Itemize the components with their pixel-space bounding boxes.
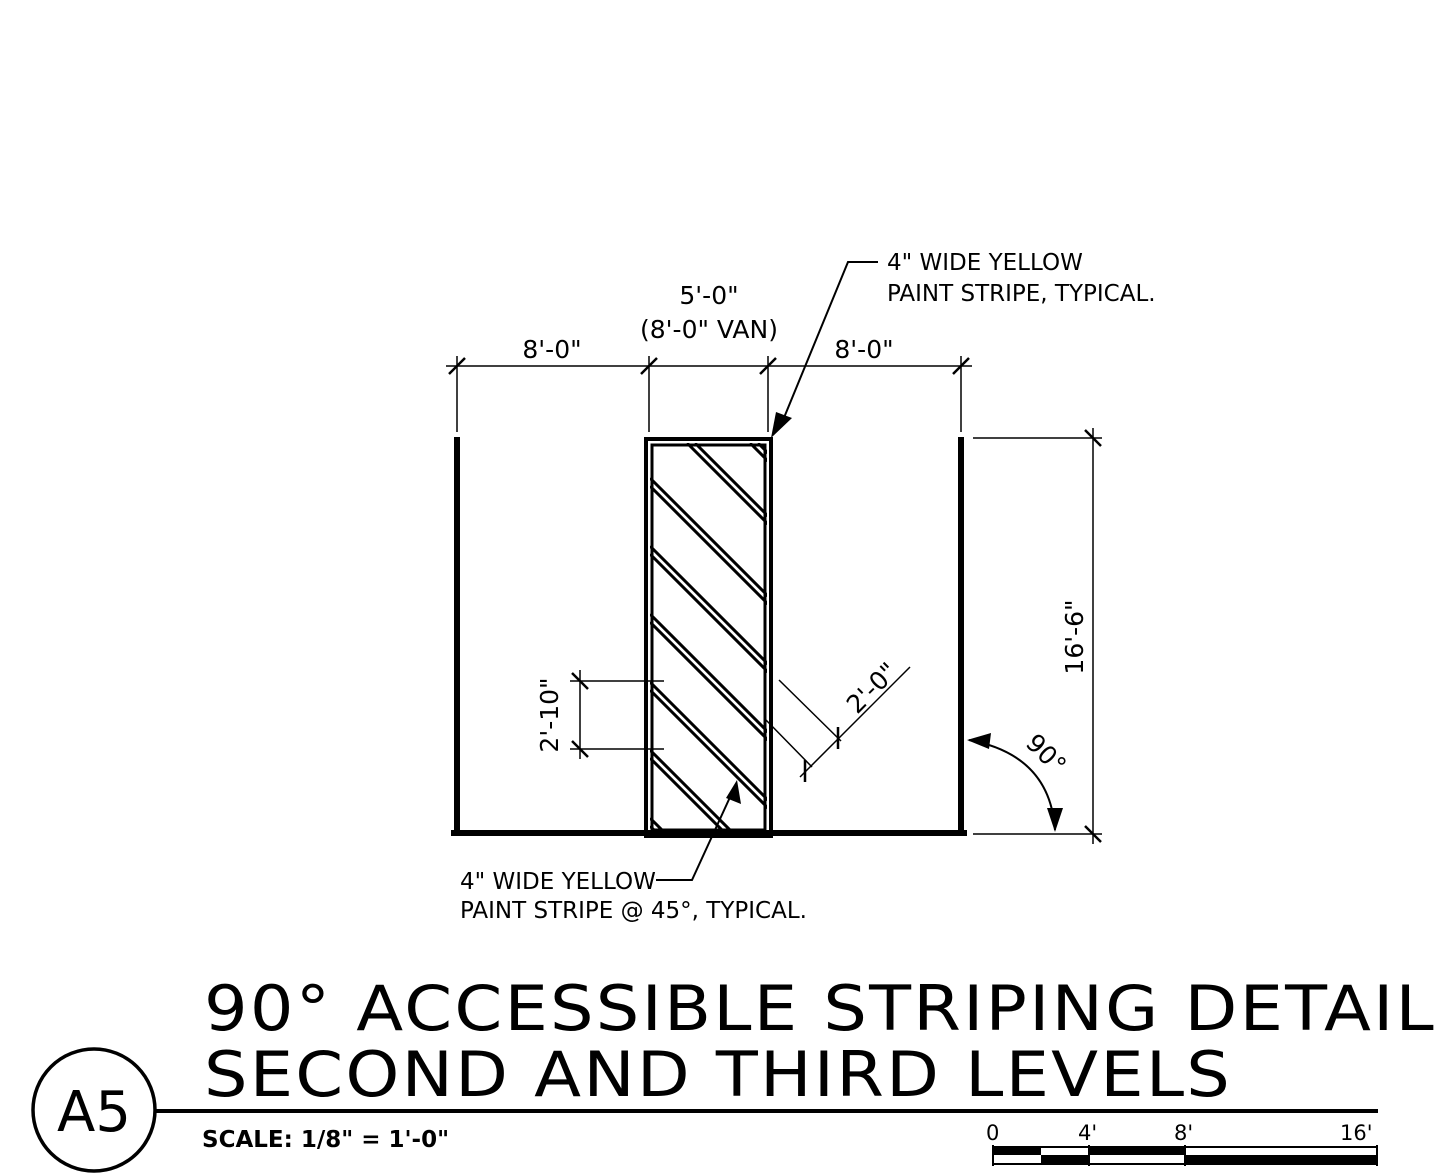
access-aisle xyxy=(644,437,773,838)
detail-tag-bubble: A5 xyxy=(31,1047,157,1173)
hatch-stripe xyxy=(650,544,767,666)
aisle-outer-stripe xyxy=(644,437,773,838)
hatch-stripe xyxy=(650,612,767,734)
aisle-width-label: 5'-0" xyxy=(679,281,738,310)
scale-bar-segment xyxy=(1089,1147,1185,1155)
bottom-note-line1: 4" WIDE YELLOW xyxy=(460,869,656,895)
dimension-tick xyxy=(571,740,589,758)
bottom-note-line2: PAINT STRIPE @ 45°, TYPICAL. xyxy=(460,898,807,924)
scale-bar-segment xyxy=(1185,1155,1377,1164)
hatch-stripe xyxy=(693,443,767,518)
dimension-tick xyxy=(1084,825,1102,843)
hatch-perpendicular-label: 2'-0" xyxy=(841,657,903,719)
scale-tick-0: 0 xyxy=(986,1121,999,1145)
van-aisle-width-label: (8'-0" VAN) xyxy=(640,315,778,344)
hatch-stripe xyxy=(748,443,767,463)
dimension-tick xyxy=(952,357,970,375)
aisle-inner-stripe xyxy=(650,443,767,832)
scale-tick-4: 4' xyxy=(1078,1121,1097,1145)
hatch-perpendicular-dimension xyxy=(765,666,911,782)
dimension-tick xyxy=(1084,429,1102,447)
dimension-tick xyxy=(448,357,466,375)
aisle-hatch xyxy=(650,443,767,832)
angle-indicator xyxy=(967,733,1063,832)
bottom-leader xyxy=(656,780,741,881)
hatch-stripe xyxy=(685,443,767,526)
scale-bar-segment xyxy=(1041,1155,1089,1164)
hatch-stripe xyxy=(650,748,735,832)
top-leader xyxy=(771,261,878,438)
angle-label: 90° xyxy=(1020,728,1072,780)
dimension-tick xyxy=(640,357,658,375)
hatch-stripe xyxy=(650,620,767,742)
hatch-stripe xyxy=(650,680,767,802)
top-note-line1: 4" WIDE YELLOW xyxy=(887,250,1083,276)
hatch-stripe xyxy=(650,688,767,810)
stall-depth-label: 16'-6" xyxy=(1060,599,1089,674)
stall-outline xyxy=(451,437,967,836)
hatch-stripe xyxy=(650,552,767,674)
scale-tick-8: 8' xyxy=(1174,1121,1193,1145)
dimension-tick xyxy=(759,357,777,375)
right-stall-width-label: 8'-0" xyxy=(834,335,893,364)
top-dimension-string xyxy=(446,356,972,432)
dimension-tick xyxy=(571,672,589,690)
left-stall-width-label: 8'-0" xyxy=(522,335,581,364)
hatch-spacing-label: 2'-10" xyxy=(535,677,564,752)
scale-label: SCALE: 1/8" = 1'-0" xyxy=(202,1127,449,1153)
stall-depth-dimension xyxy=(973,428,1102,844)
hatch-stripe xyxy=(650,484,767,606)
hatch-stripe xyxy=(650,476,767,598)
detail-tag-label: A5 xyxy=(57,1080,131,1145)
scale-tick-16: 16' xyxy=(1340,1121,1373,1145)
hatch-spacing-dimension xyxy=(570,670,664,759)
graphic-scale-bar xyxy=(992,1145,1378,1166)
scale-bar-segment xyxy=(993,1147,1041,1155)
detail-title-line1: 90° ACCESSIBLE STRIPING DETAIL xyxy=(204,972,1436,1045)
detail-title-line2: SECOND AND THIRD LEVELS xyxy=(204,1038,1232,1111)
top-note-line2: PAINT STRIPE, TYPICAL. xyxy=(887,281,1156,307)
